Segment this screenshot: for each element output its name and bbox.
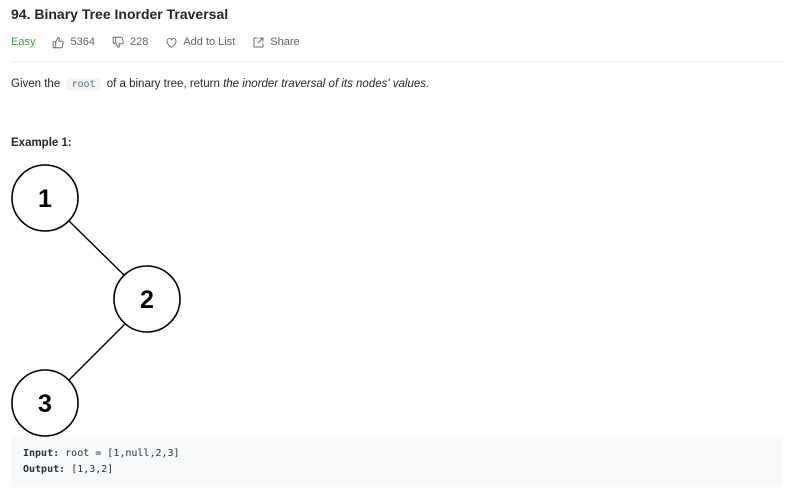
- problem-description: Given the root of a binary tree, return …: [11, 76, 429, 93]
- divider: [11, 61, 783, 62]
- tree-node-1: 1: [11, 164, 79, 232]
- example-code-block: Input: root = [1,null,2,3] Output: [1,3,…: [11, 437, 783, 487]
- output-value: [1,3,2]: [71, 464, 114, 475]
- add-to-list-button[interactable]: Add to List: [165, 36, 235, 49]
- add-to-list-label: Add to List: [183, 36, 236, 48]
- thumbs-up-icon: [53, 36, 65, 48]
- description-middle: of a binary tree, return: [106, 78, 220, 90]
- tree-edge-2-3: [67, 322, 127, 382]
- tree-node-label: 2: [140, 286, 154, 314]
- binary-tree-diagram: 1 2 3: [11, 164, 181, 437]
- problem-meta-row: Easy 5364 228 Add to List: [11, 34, 317, 50]
- tree-node-label: 3: [38, 390, 52, 418]
- output-label: Output:: [23, 464, 66, 475]
- description-prefix: Given the: [11, 78, 61, 90]
- input-value: root = [1,null,2,3]: [65, 448, 180, 459]
- tree-node-label: 1: [38, 185, 52, 213]
- example-output-line: Output: [1,3,2]: [23, 464, 113, 475]
- heart-icon: [166, 37, 177, 48]
- problem-title: 94. Binary Tree Inorder Traversal: [11, 6, 229, 22]
- share-label: Share: [270, 36, 300, 48]
- dislike-count: 228: [129, 36, 149, 48]
- like-count: 5364: [70, 36, 95, 48]
- inline-code-root: root: [66, 78, 101, 91]
- dislike-button[interactable]: 228: [112, 36, 148, 49]
- share-button[interactable]: Share: [252, 36, 300, 49]
- input-label: Input:: [23, 448, 60, 459]
- description-emphasis: the inorder traversal of its nodes' valu…: [223, 78, 427, 90]
- description-suffix: .: [426, 78, 430, 90]
- problem-page: 94. Binary Tree Inorder Traversal Easy 5…: [11, 0, 783, 499]
- tree-node-2: 2: [113, 265, 181, 333]
- share-icon: [253, 37, 264, 47]
- like-button[interactable]: 5364: [52, 36, 95, 49]
- example-title: Example 1:: [11, 137, 72, 149]
- thumbs-down-icon: [112, 36, 124, 48]
- tree-edge-1-2: [67, 219, 127, 278]
- example-input-line: Input: root = [1,null,2,3]: [23, 448, 180, 459]
- difficulty-badge: Easy: [11, 36, 36, 48]
- tree-node-3: 3: [11, 369, 79, 437]
